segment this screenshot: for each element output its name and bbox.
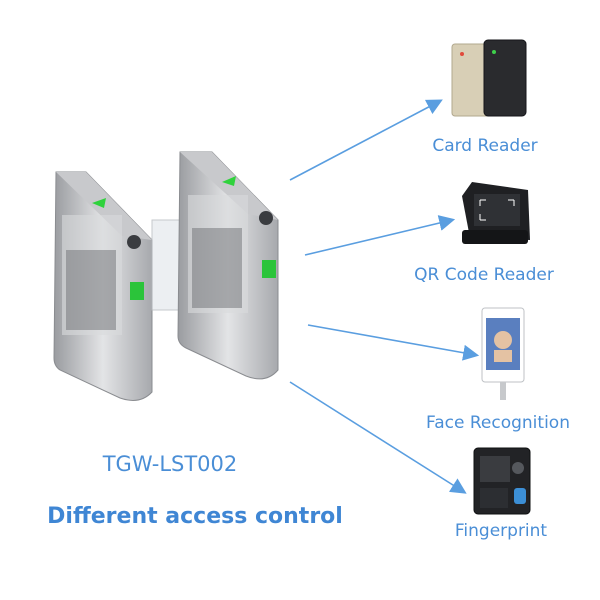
status-light-icon bbox=[130, 282, 144, 300]
qr-reader-label: QR Code Reader bbox=[414, 265, 554, 285]
arrow-card-reader bbox=[289, 99, 443, 181]
card-reader-label: Card Reader bbox=[432, 136, 538, 156]
product-tagline: Different access control bbox=[47, 504, 343, 529]
qr-reader-device bbox=[462, 182, 530, 244]
face-recognition-label: Face Recognition bbox=[426, 413, 570, 433]
arrow-indicator-icon bbox=[222, 176, 236, 186]
arrow-indicator-icon bbox=[92, 198, 106, 208]
card-reader-device bbox=[451, 39, 527, 117]
status-light-icon bbox=[262, 260, 276, 278]
arrow-qr-reader bbox=[304, 215, 456, 256]
turnstile-right-cabinet bbox=[177, 151, 279, 380]
fingerprint-device bbox=[473, 447, 531, 515]
face-recognition-device bbox=[481, 307, 525, 400]
camera-icon bbox=[127, 235, 141, 249]
turnstile-left-cabinet bbox=[53, 171, 153, 401]
camera-icon bbox=[259, 211, 273, 225]
product-model: TGW-LST002 bbox=[102, 452, 238, 476]
arrow-face-recognition bbox=[307, 324, 480, 361]
fingerprint-label: Fingerprint bbox=[454, 521, 548, 541]
arrow-fingerprint bbox=[289, 381, 467, 494]
